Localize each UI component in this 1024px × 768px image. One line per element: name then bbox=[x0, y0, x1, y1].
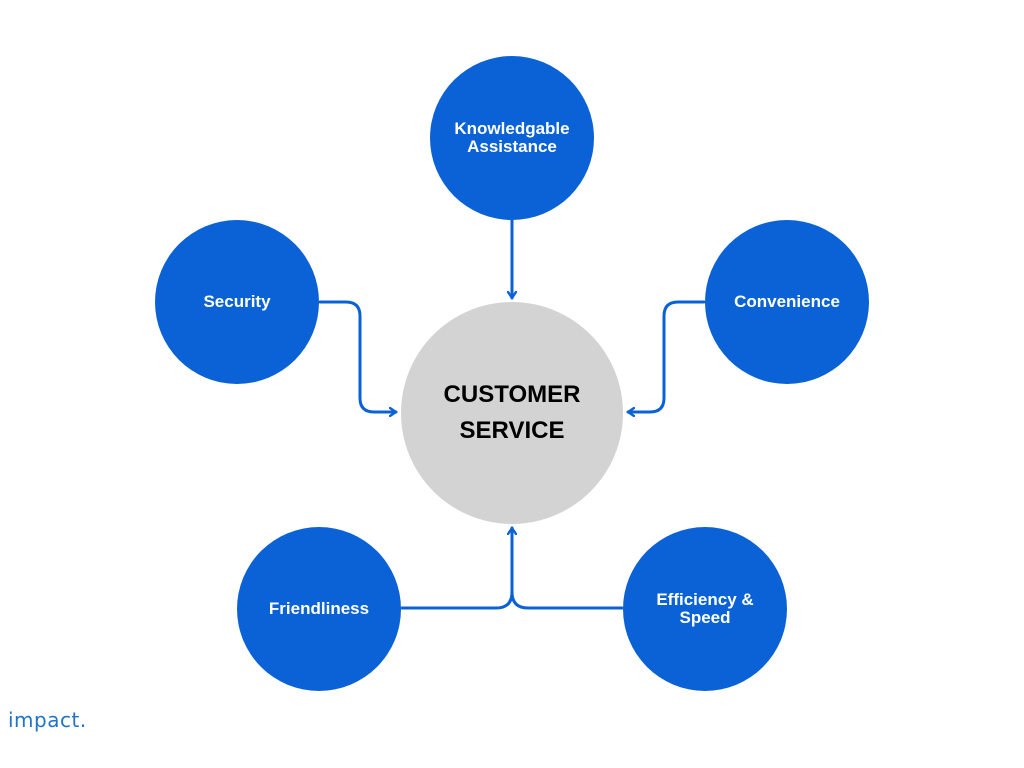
arrow-convenience-to-center bbox=[626, 300, 706, 412]
arrow-efficiency-to-center bbox=[510, 526, 624, 610]
center-label: CUSTOMER SERVICE bbox=[443, 381, 581, 444]
node-security: Security bbox=[155, 220, 319, 384]
arrow-security-to-center bbox=[318, 300, 398, 412]
node-label: Security bbox=[203, 292, 271, 311]
node-label: Convenience bbox=[734, 292, 840, 311]
node-label: Friendliness bbox=[268, 599, 370, 618]
impact-logo: impact. bbox=[8, 708, 87, 732]
node-label: Knowledgable Assistance bbox=[454, 119, 570, 156]
arrow-friendliness-to-center bbox=[400, 526, 512, 610]
node-convenience: Convenience bbox=[705, 220, 869, 384]
node-label: Efficiency & Speed bbox=[656, 590, 754, 627]
node-knowledgable-assistance: Knowledgable Assistance bbox=[430, 56, 594, 220]
node-friendliness: Friendliness bbox=[237, 527, 401, 691]
node-customer-service: CUSTOMER SERVICE bbox=[401, 302, 623, 524]
node-efficiency-speed: Efficiency & Speed bbox=[623, 527, 787, 691]
